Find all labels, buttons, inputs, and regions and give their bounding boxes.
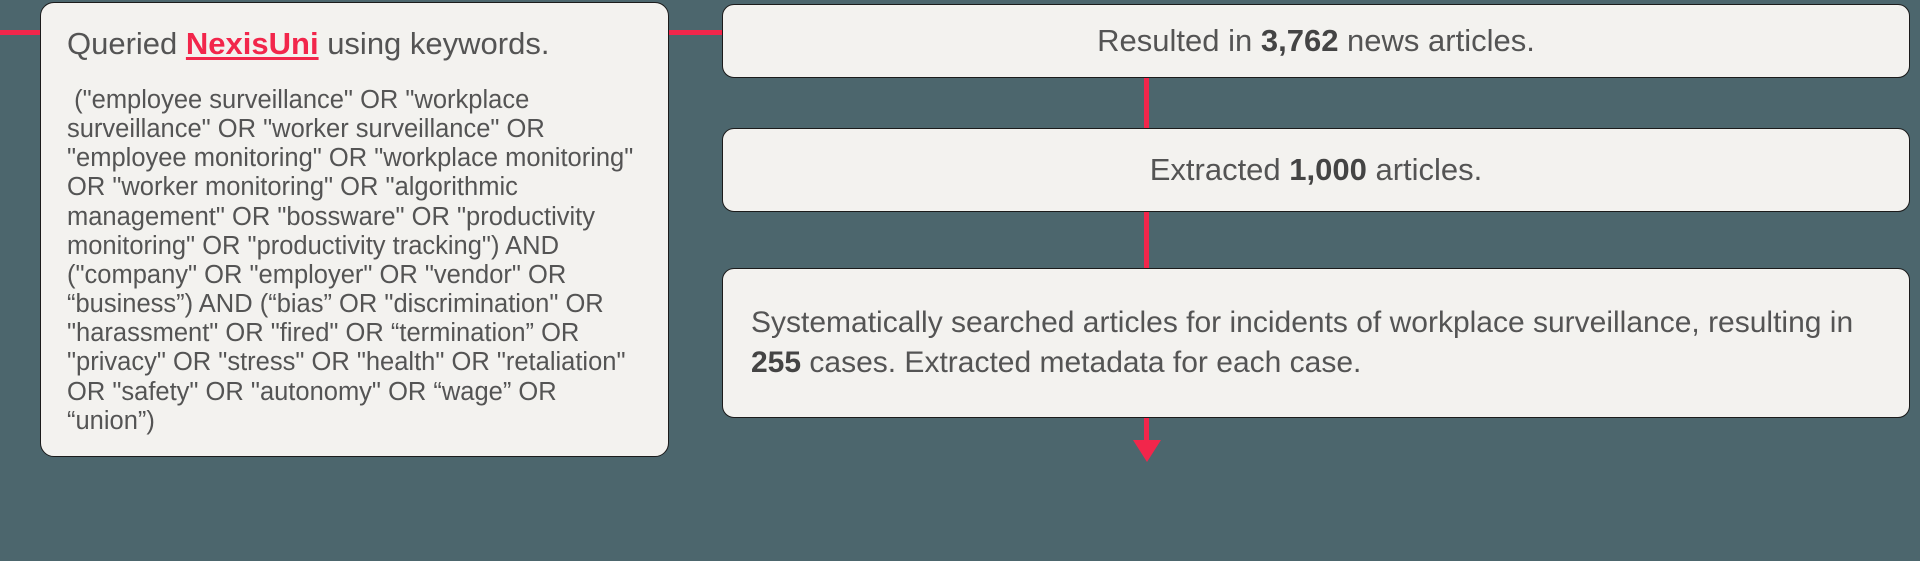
step-extracted-suffix: articles.: [1366, 152, 1483, 188]
query-card-heading: Queried NexisUni using keywords.: [67, 25, 642, 64]
step-systematic-prefix: Systematically searched articles for inc…: [751, 306, 1854, 340]
step-box-results: Resulted in 3,762 news articles.: [722, 4, 1910, 78]
query-keywords-text: ("employee surveillance" OR "workplace s…: [67, 85, 641, 435]
step-results-prefix: Resulted in: [1097, 23, 1261, 59]
connector-line-results-to-extracted: [1144, 78, 1149, 128]
connector-line-query-to-results: [665, 30, 725, 35]
connector-line-systematic-outbound: [1144, 418, 1149, 444]
step-extracted-prefix: Extracted: [1149, 152, 1290, 188]
step-box-extracted: Extracted 1,000 articles.: [722, 128, 1910, 212]
step-results-text: Resulted in 3,762 news articles.: [1097, 20, 1535, 62]
step-box-systematic: Systematically searched articles for inc…: [722, 268, 1910, 418]
step-systematic-suffix: cases. Extracted metadata for each case.: [801, 346, 1362, 379]
query-card: Queried NexisUni using keywords. ("emplo…: [40, 2, 669, 457]
connector-line-inbound: [0, 30, 45, 35]
query-heading-prefix: Queried: [67, 26, 186, 61]
nexisuni-link[interactable]: NexisUni: [185, 26, 319, 61]
step-systematic-text: Systematically searched articles for inc…: [751, 303, 1881, 382]
step-results-value: 3,762: [1260, 23, 1339, 59]
step-systematic-value: 255: [751, 346, 802, 379]
arrow-down-icon: [1133, 440, 1161, 462]
step-results-suffix: news articles.: [1338, 23, 1535, 59]
query-heading-suffix: using keywords.: [318, 26, 550, 61]
connector-line-extracted-to-systematic: [1144, 212, 1149, 268]
step-extracted-text: Extracted 1,000 articles.: [1150, 149, 1483, 191]
step-extracted-value: 1,000: [1289, 152, 1367, 188]
